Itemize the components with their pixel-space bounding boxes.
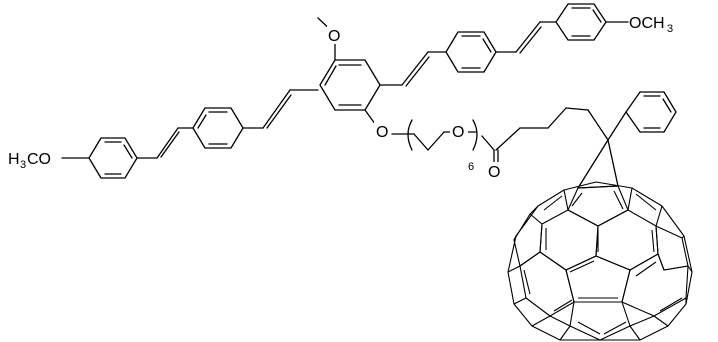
carbonyl-oxygen: O	[488, 164, 500, 181]
ether-oxygen: O	[376, 124, 388, 141]
fullerene-cage	[507, 181, 693, 341]
core-methoxy-oxygen: O	[328, 28, 340, 45]
methano-bridge	[577, 139, 619, 189]
right-vinylene-2	[495, 21, 557, 54]
ester-chain	[481, 107, 609, 163]
right-phenylene-ring	[445, 31, 497, 73]
left-anisole-ring	[88, 137, 138, 179]
left-methoxy-subscript: 3	[20, 159, 26, 171]
right-vinylene-1	[379, 51, 447, 87]
left-methoxy-label: H 3 CO	[8, 151, 51, 171]
left-phenylene-ring	[192, 107, 244, 149]
peg-oxygen: O	[452, 124, 464, 141]
bridge-phenyl-ring	[607, 91, 677, 141]
right-anisole-ring	[555, 3, 607, 41]
right-methoxy-label: OCH 3	[629, 15, 673, 35]
peg-repeat-count: 6	[468, 161, 474, 173]
left-methoxy-h: H	[8, 151, 20, 168]
right-methoxy-och: OCH	[629, 15, 665, 32]
left-methoxy-co: CO	[27, 151, 51, 168]
left-vinylene-1	[136, 127, 194, 159]
core-ring	[319, 59, 381, 111]
peg-chain	[391, 119, 478, 151]
right-methoxy-subscript: 3	[667, 23, 673, 35]
left-vinylene-2	[242, 89, 319, 129]
